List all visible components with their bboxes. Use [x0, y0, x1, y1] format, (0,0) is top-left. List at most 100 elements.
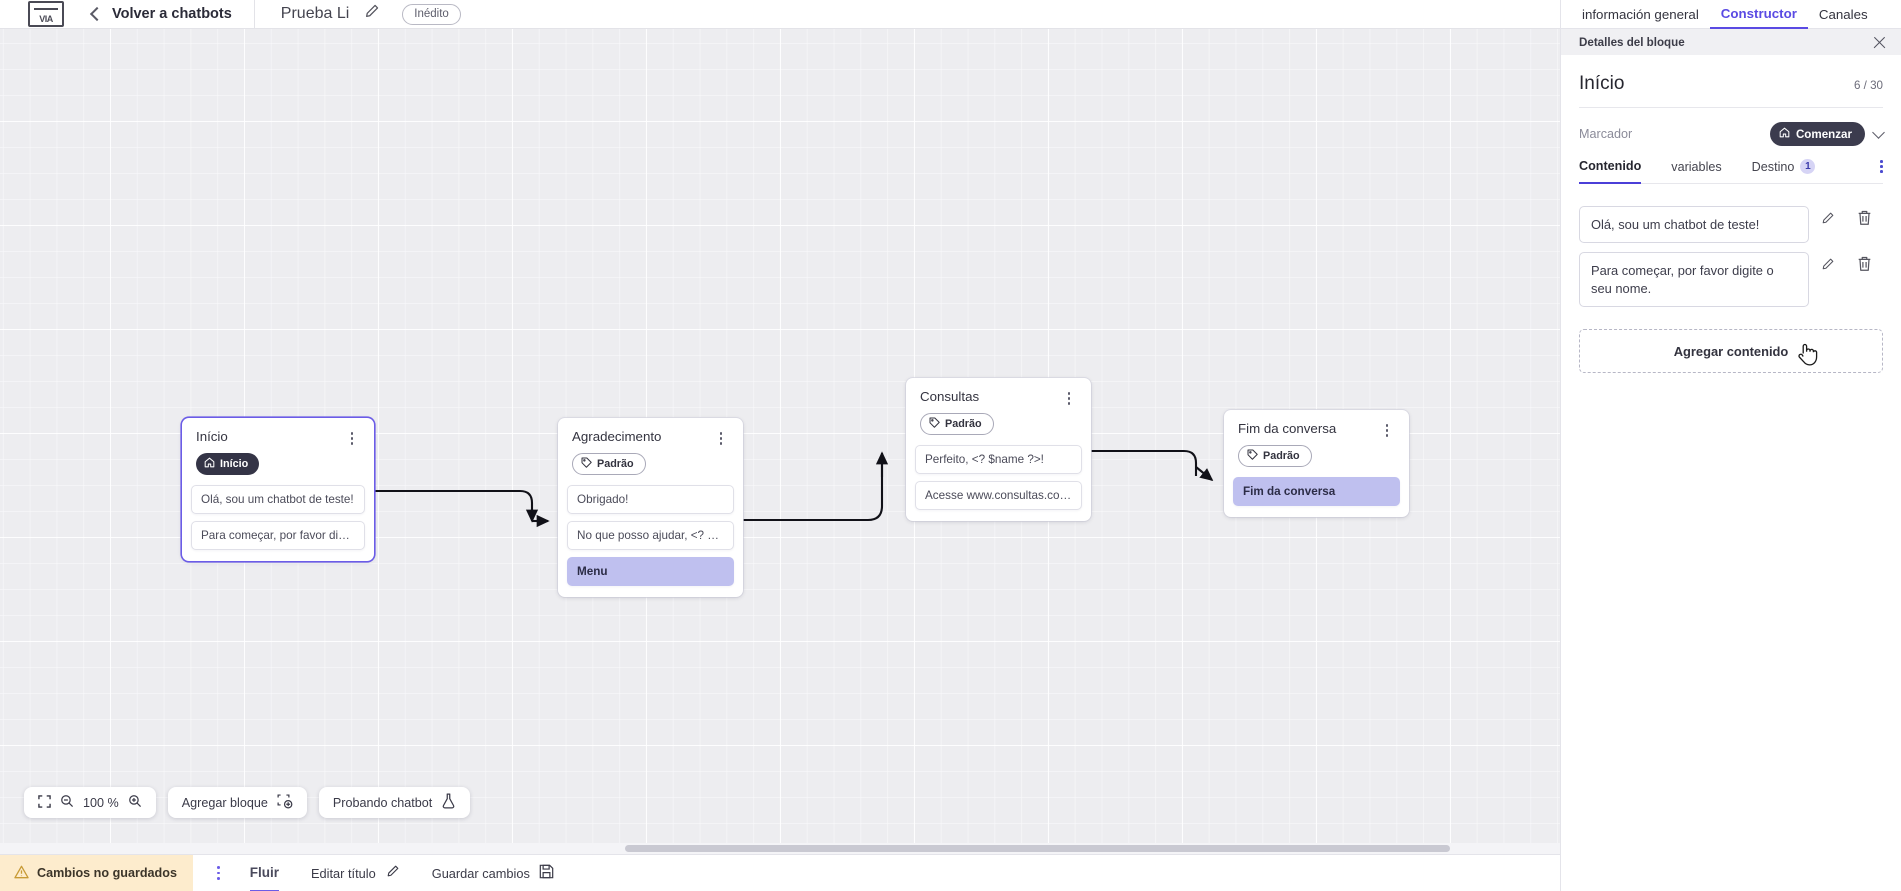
chatbot-name: Prueba Li	[280, 5, 350, 22]
back-to-chatbots-link[interactable]: Volver a chatbots	[112, 6, 232, 22]
node-tag-label: Início	[220, 457, 249, 470]
block-title: Início	[1579, 73, 1625, 94]
chevron-down-icon[interactable]	[1872, 125, 1885, 139]
node-message[interactable]: No que posso ajudar, <? $name ...	[567, 520, 734, 550]
panel-subtabs: Contenido variables Destino 1	[1579, 159, 1883, 184]
node-kebab-menu-icon[interactable]	[1061, 389, 1077, 405]
test-chatbot-label: Probando chatbot	[332, 795, 433, 810]
node-message[interactable]: Menu	[567, 556, 734, 586]
node-message[interactable]: Perfeito, <? $name ?>!	[915, 444, 1082, 474]
close-icon[interactable]	[1872, 35, 1887, 50]
node-kebab-menu-icon[interactable]	[713, 429, 729, 445]
node-title: Consultas	[920, 389, 980, 404]
save-changes-button[interactable]: Guardar cambios	[432, 864, 554, 882]
node-tag-badge: Início	[196, 452, 260, 475]
node-kebab-menu-icon[interactable]	[1379, 421, 1395, 437]
scrollbar-thumb[interactable]	[625, 845, 1450, 852]
node-tag-row: Início	[182, 445, 374, 485]
content-item-text[interactable]: Para começar, por favor digite o seu nom…	[1579, 252, 1809, 308]
canvas-toolbar: 100 % Agregar bloque	[24, 787, 471, 818]
edit-title-button[interactable]: Editar título	[311, 864, 400, 882]
node-tag-label: Padrão	[945, 417, 982, 430]
tab-fluir[interactable]: Fluir	[249, 855, 279, 891]
kebab-menu-icon[interactable]	[1880, 160, 1883, 173]
edit-title-label: Editar título	[311, 865, 376, 881]
marker-label: Marcador	[1579, 127, 1633, 141]
marker-value-label: Comenzar	[1795, 127, 1852, 141]
add-block-button[interactable]: Agregar bloque	[167, 787, 307, 818]
node-message[interactable]: Para começar, por favor digite o ...	[191, 520, 365, 550]
fit-screen-icon[interactable]	[38, 794, 51, 811]
home-icon	[204, 457, 215, 471]
content-items-list: Olá, sou um chatbot de teste! Para começa…	[1579, 184, 1883, 308]
destino-count-badge: 1	[1800, 159, 1816, 174]
subtab-contenido-label: Contenido	[1579, 159, 1642, 173]
subtab-contenido[interactable]: Contenido	[1579, 159, 1642, 184]
add-block-label: Agregar bloque	[181, 795, 268, 810]
footer-bar: Cambios no guardados Fluir Editar título…	[0, 854, 1560, 891]
zoom-out-icon[interactable]	[60, 794, 74, 811]
node-kebab-menu-icon[interactable]	[344, 429, 360, 445]
footer-kebab-menu-icon[interactable]	[216, 866, 220, 880]
tag-icon	[1247, 449, 1258, 463]
save-changes-label: Guardar cambios	[431, 865, 530, 881]
unsaved-changes-banner: Cambios no guardados	[0, 854, 193, 891]
floppy-disk-icon	[539, 864, 554, 882]
zoom-controls[interactable]: 100 %	[24, 787, 156, 818]
node-message[interactable]: Obrigado!	[567, 484, 734, 514]
zoom-in-icon[interactable]	[128, 794, 142, 811]
pencil-icon	[385, 864, 400, 882]
node-messages: Obrigado! No que posso ajudar, <? $name .…	[558, 484, 743, 597]
node-message[interactable]: Olá, sou um chatbot de teste!	[191, 484, 365, 514]
marker-row: Marcador Comenzar	[1579, 108, 1885, 159]
tab-canales[interactable]: Canales	[1818, 6, 1868, 22]
top-bar: Volver a chatbots Prueba Li Inédito	[0, 0, 1560, 29]
node-messages: Olá, sou um chatbot de teste! Para começa…	[182, 484, 374, 561]
node-message[interactable]: Acesse www.consultas.com par...	[915, 480, 1082, 510]
content-item-row: Olá, sou um chatbot de teste!	[1579, 206, 1883, 244]
flask-icon	[441, 793, 456, 812]
marker-value-chip[interactable]: Comenzar	[1769, 122, 1865, 146]
content-item-actions	[1809, 252, 1883, 272]
subtab-destino[interactable]: Destino 1	[1752, 159, 1816, 183]
node-header: Agradecimento	[558, 418, 743, 445]
node-tag-badge: Padrão	[920, 412, 994, 435]
canvas-horizontal-scrollbar[interactable]	[0, 843, 1560, 854]
node-title: Início	[196, 429, 228, 444]
home-icon	[1779, 127, 1790, 141]
panel-body: Início 6 / 30 Marcador Comenzar	[1561, 55, 1901, 374]
panel-tabs: información general Constructor Canales	[1561, 0, 1901, 29]
tab-informacion-general[interactable]: información general	[1582, 6, 1699, 22]
node-message[interactable]: Fim da conversa	[1233, 476, 1400, 506]
panel-header-title: Detalles del bloque	[1579, 35, 1685, 49]
pencil-icon[interactable]	[1809, 211, 1846, 226]
content-item-actions	[1809, 206, 1883, 226]
content-item-row: Para começar, por favor digite o seu nom…	[1579, 252, 1883, 308]
add-content-button[interactable]: Agregar contenido	[1579, 329, 1883, 374]
tab-constructor[interactable]: Constructor	[1709, 0, 1808, 29]
subtab-variables-label: variables	[1671, 159, 1722, 174]
node-header: Fim da conversa	[1224, 410, 1409, 437]
node-tag-badge: Padrão	[1238, 444, 1312, 467]
subtab-variables[interactable]: variables	[1671, 160, 1721, 183]
chevron-left-icon[interactable]	[88, 7, 102, 21]
trash-icon[interactable]	[1846, 210, 1883, 226]
node-tag-row: Padrão	[906, 405, 1091, 445]
trash-icon[interactable]	[1846, 256, 1883, 272]
block-title-row: Início 6 / 30	[1579, 55, 1883, 108]
test-chatbot-button[interactable]: Probando chatbot	[318, 787, 471, 818]
block-count: 6 / 30	[1853, 79, 1883, 92]
node-messages: Perfeito, <? $name ?>! Acesse www.consult…	[906, 444, 1091, 521]
pencil-icon[interactable]	[1809, 257, 1846, 272]
status-badge: Inédito	[402, 3, 461, 25]
content-item-text[interactable]: Olá, sou um chatbot de teste!	[1579, 206, 1809, 244]
pencil-icon[interactable]	[363, 3, 380, 25]
add-block-icon	[277, 793, 293, 812]
node-tag-label: Padrão	[597, 457, 634, 470]
node-tag-badge: Padrão	[572, 452, 646, 475]
